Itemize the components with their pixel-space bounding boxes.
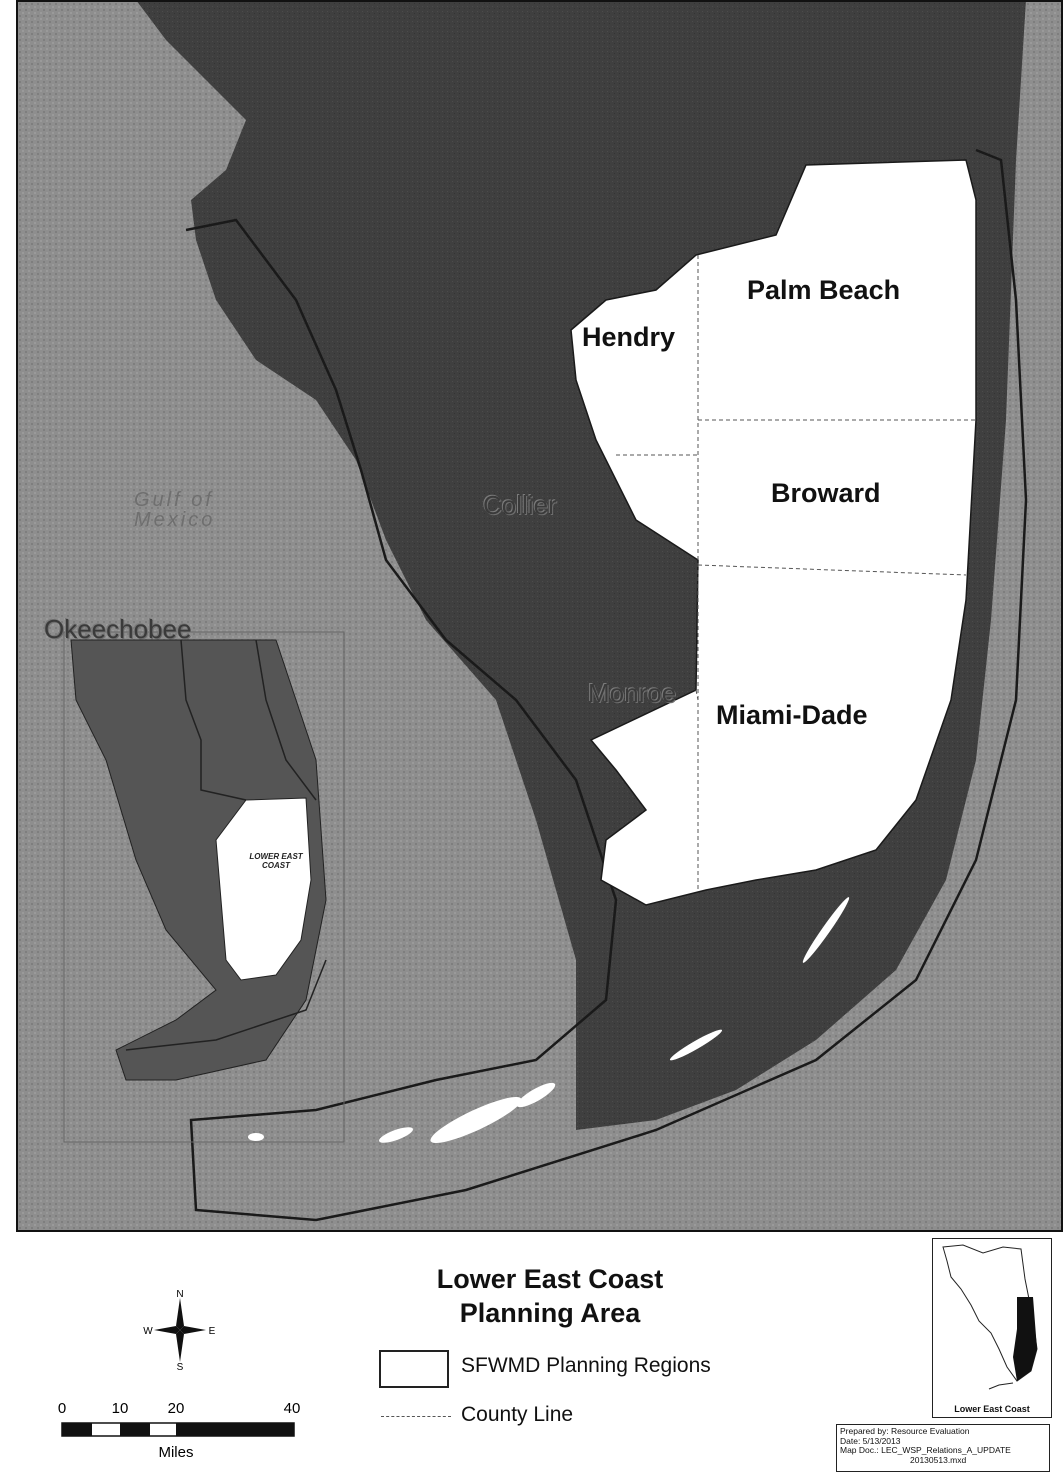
prepared-mapdoc-file-line: 20130513.mxd bbox=[910, 1454, 967, 1465]
county-label-collier[interactable]: Collier bbox=[483, 490, 557, 520]
county-label-hendry[interactable]: Hendry bbox=[582, 322, 676, 352]
compass-e: E bbox=[209, 1326, 216, 1337]
water-label-line-1: Gulf of bbox=[134, 489, 214, 511]
compass-w: W bbox=[143, 1326, 153, 1337]
county-lines bbox=[616, 255, 976, 890]
legend-county-line-label: County Line bbox=[461, 1403, 574, 1426]
water-label-line-2: Mexico bbox=[134, 509, 216, 531]
prepared-date-line: Date: 5/13/2013 bbox=[840, 1435, 901, 1446]
map-canvas[interactable] bbox=[16, 0, 1063, 1232]
legend-title: Lower East Coast Planning Area bbox=[380, 1262, 720, 1330]
prepared-mapdoc-line: Map Doc.: LEC_WSP_Relations_A_UPDATE bbox=[840, 1445, 1011, 1455]
county-label-palm-beach[interactable]: Palm Beach bbox=[747, 275, 901, 305]
scale-unit: Miles bbox=[158, 1444, 193, 1461]
inset-label-line-2: COAST bbox=[262, 861, 290, 870]
legend-title-line-1: Lower East Coast bbox=[436, 1264, 664, 1294]
county-label-miami-dade[interactable]: Miami-Dade bbox=[716, 700, 868, 730]
scale-tick-20: 20 bbox=[168, 1400, 185, 1417]
inset-label-line-1: LOWER EAST bbox=[249, 852, 303, 861]
compass-n: N bbox=[176, 1290, 183, 1300]
inset-boundary bbox=[125, 639, 327, 1051]
scale-tick-0: 0 bbox=[58, 1400, 66, 1417]
locator-map-shape bbox=[942, 1244, 1038, 1390]
inset-region-label: LOWER EAST COAST bbox=[241, 852, 311, 870]
lec-planning-area bbox=[570, 159, 977, 906]
inset-lec-area bbox=[215, 797, 312, 981]
scale-tick-40: 40 bbox=[284, 1400, 301, 1417]
locator-map[interactable]: Lower East Coast bbox=[932, 1238, 1052, 1418]
county-label-broward[interactable]: Broward bbox=[771, 478, 881, 508]
planning-region-boundary bbox=[185, 148, 1028, 1222]
florida-keys bbox=[248, 897, 850, 1143]
legend-title-line-2: Planning Area bbox=[459, 1298, 641, 1328]
legend-county-line-symbol bbox=[381, 1416, 451, 1417]
compass-s: S bbox=[177, 1362, 184, 1370]
north-arrow-icon: N S W E bbox=[143, 1290, 216, 1370]
prepared-by-line: Prepared by: Resource Evaluation bbox=[840, 1426, 970, 1436]
locator-label: Lower East Coast bbox=[954, 1404, 1030, 1414]
map-frame[interactable]: Palm Beach Hendry Broward Miami-Dade Col… bbox=[16, 0, 1063, 1232]
scale-tick-10: 10 bbox=[112, 1400, 129, 1417]
prepared-by-block: Prepared by: Resource Evaluation Date: 5… bbox=[836, 1424, 1050, 1472]
county-label-monroe[interactable]: Monroe bbox=[588, 678, 677, 708]
inset-map-frame bbox=[63, 631, 345, 1143]
county-label-okeechobee[interactable]: Okeechobee bbox=[44, 614, 192, 644]
legend-planning-region-label: SFWMD Planning Regions bbox=[461, 1354, 711, 1377]
water-label-gulf: Gulf of Mexico bbox=[134, 490, 215, 530]
scale-bar: 0 10 20 40 Miles bbox=[58, 1400, 301, 1461]
map-border bbox=[16, 0, 1063, 1232]
legend-planning-region-symbol bbox=[379, 1350, 449, 1388]
